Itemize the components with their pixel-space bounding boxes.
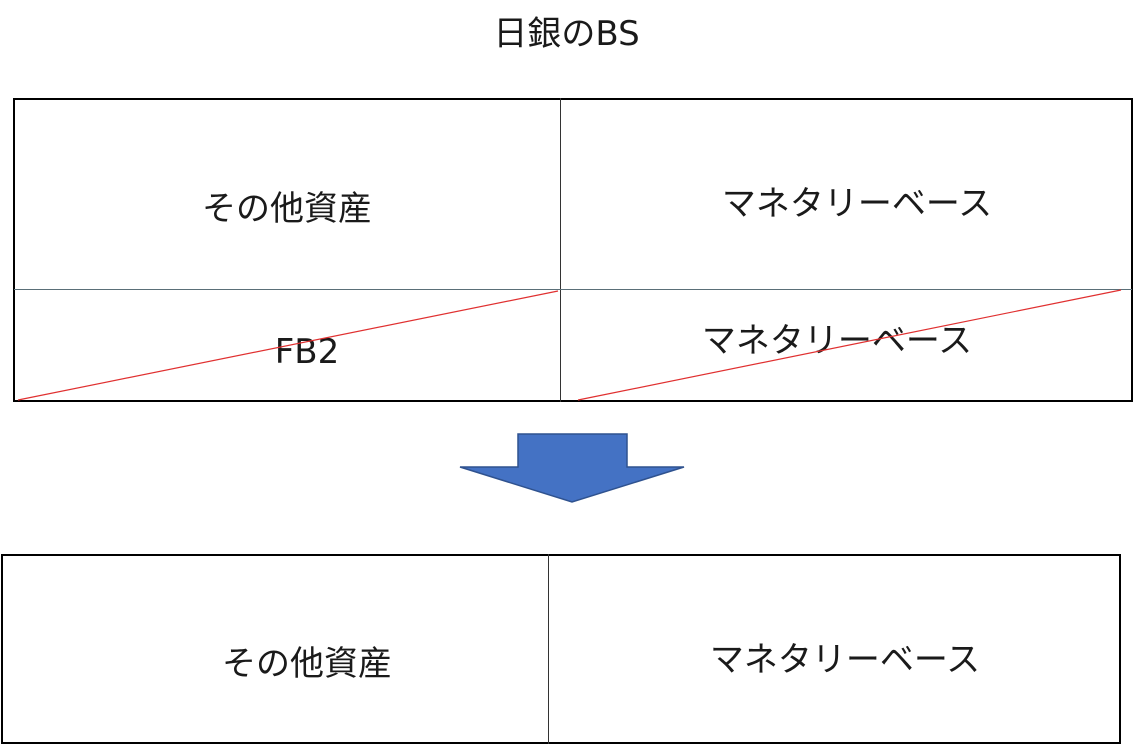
after-liabilities-label: マネタリーベース [709, 640, 981, 680]
before-row-divider [14, 289, 1132, 290]
down-arrow-icon [459, 433, 685, 503]
before-liabilities-bottom-label: マネタリーベース [701, 321, 973, 361]
after-column-divider [548, 554, 549, 744]
before-column-divider [560, 98, 561, 402]
before-assets-bottom-label: FB2 [274, 332, 340, 372]
balance-sheet-after [1, 554, 1121, 744]
before-assets-top-label: その他資産 [202, 189, 372, 229]
before-liabilities-top-label: マネタリーベース [721, 184, 993, 224]
after-assets-label: その他資産 [222, 644, 392, 684]
diagram-title: 日銀のBS [493, 14, 640, 54]
